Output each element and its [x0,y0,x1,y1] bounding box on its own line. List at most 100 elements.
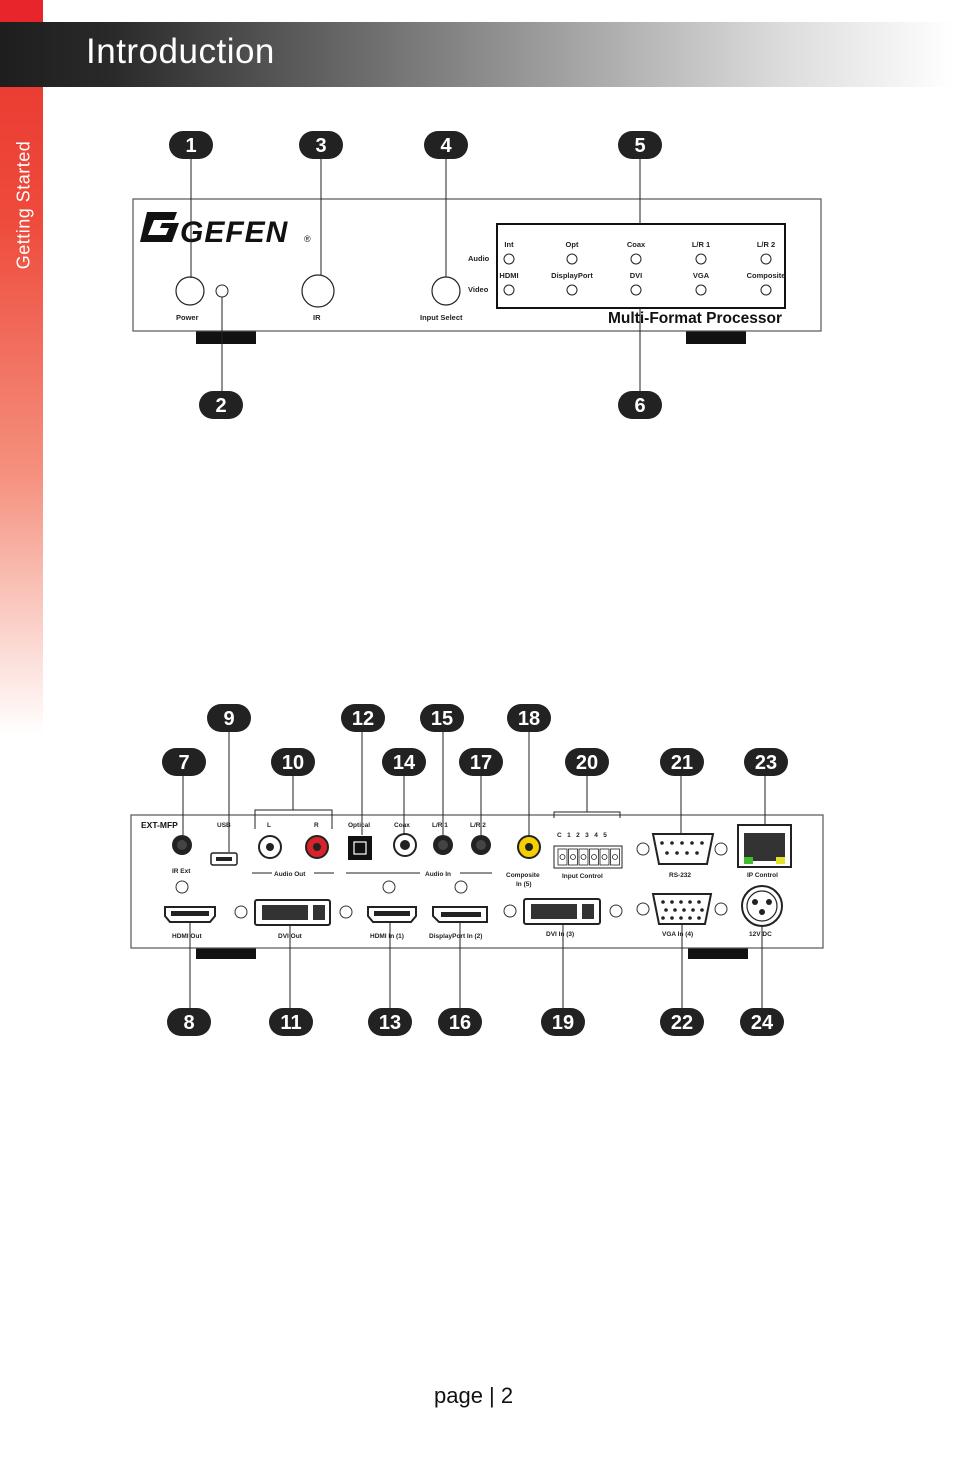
vga-in-port[interactable] [651,893,713,925]
callout-badge [618,131,662,159]
rear-chassis [130,814,824,949]
video-led [503,284,515,296]
callout-badge [271,748,315,776]
callout-badge [744,748,788,776]
callout-badge [740,1008,784,1036]
ip-control-label: IP Control [747,872,778,879]
power-button[interactable] [175,276,205,306]
rs232-pin [665,851,669,855]
control-pins-label: C 1 2 3 4 5 [557,832,607,839]
rs232-pin [695,851,699,855]
gefen-logo: GEFEN ® [140,212,311,249]
usb-port-slot [216,857,232,861]
rs232-pin [680,841,684,845]
registered-mark: ® [304,234,311,244]
screw [454,880,468,894]
dc-power-label: 12V DC [749,931,772,938]
ir-window [301,274,335,308]
callout-badge [424,131,468,159]
brand-text: GEFEN [180,216,289,249]
callout-number: 24 [751,1012,774,1034]
terminal-screw [559,854,566,860]
callout-number: 15 [431,708,453,730]
callout-badge [438,1008,482,1036]
callout-number: 10 [282,752,304,774]
video-led [760,284,772,296]
rs232-pin [685,851,689,855]
power-label: Power [176,313,199,322]
model-name: Multi-Format Processor [608,310,782,327]
lr2-label: L/R 2 [470,822,486,829]
jack-core [476,840,486,850]
rear-model-label: EXT-MFP [141,820,178,830]
coax-label: Coax [394,822,410,829]
terminal-screw [570,854,576,860]
callout-number: 1 [185,135,196,157]
jack-core [313,843,321,851]
callout-number: 18 [518,708,540,730]
video-led-label: DisplayPort [551,271,593,280]
vga-pin [697,916,701,920]
ir-ext-label: IR Ext [172,868,191,875]
jack-core [400,840,410,850]
ip-activity-led [776,857,785,864]
vga-pin [679,916,683,920]
terminal-screw [612,854,618,860]
rs232-pin [690,841,694,845]
terminal-screw [580,854,587,860]
audio-out-r-label: R [314,822,319,829]
video-row-label: Video [468,285,489,294]
screw [382,880,396,894]
callout-badge [420,704,464,732]
title-bar [0,22,954,87]
ir-ext-jack-core [177,840,187,850]
screw [234,905,248,919]
ip-link-led [744,857,753,864]
callout-badge [162,748,206,776]
dc-pin [759,909,765,915]
dc-power-port[interactable] [741,885,783,927]
dvi-pin-block [531,904,577,919]
ir-label: IR [313,313,321,322]
video-led-label: VGA [693,271,710,280]
callout-badge [199,391,243,419]
audio-led-label: L/R 1 [692,240,710,249]
vga-pin [697,900,701,904]
ip-port-socket [744,833,785,861]
callout-number: 16 [449,1012,471,1034]
video-led-label: HDMI [499,271,518,280]
callout-number: 6 [634,395,645,417]
callout-number: 17 [470,752,492,774]
optical-port[interactable] [348,836,372,860]
callout-badge [660,748,704,776]
dp-pin-strip [441,912,481,917]
vga-pin [664,908,668,912]
callout-number: 23 [755,752,777,774]
callout-badge [207,704,251,732]
vga-pin [670,916,674,920]
vga-pin [682,908,686,912]
front-foot-left [196,330,256,344]
video-led [566,284,578,296]
dvi-pin-block [313,905,325,920]
audio-led [760,253,772,265]
input-control-label: Input Control [562,873,603,880]
audio-led [630,253,642,265]
video-led-label: Composite [747,271,786,280]
dvi-in-label: DVI In (3) [546,931,574,938]
rs232-pin [675,851,679,855]
terminal-screw [591,854,597,860]
callout-badge [541,1008,585,1036]
jack-core [438,840,448,850]
dvi-pin-block [582,904,594,919]
callout-number: 3 [315,135,326,157]
rs232-port[interactable] [651,833,715,865]
callout-badge [382,748,426,776]
vga-pin [679,900,683,904]
input-select-button[interactable] [431,276,461,306]
screw [714,902,728,916]
vga-pin [688,916,692,920]
audio-led [566,253,578,265]
audio-led-label: Opt [566,240,579,249]
front-foot-right [686,330,746,344]
